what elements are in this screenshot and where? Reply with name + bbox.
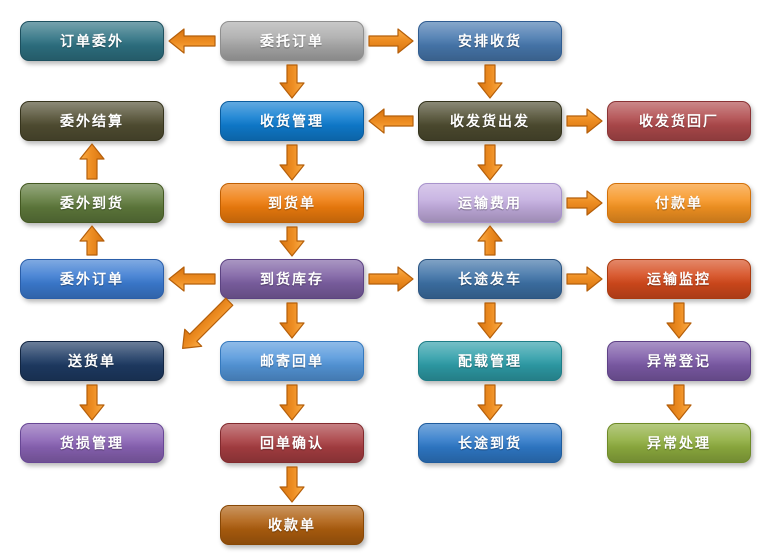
node-label: 订单委外	[60, 34, 124, 50]
node-label: 运输费用	[458, 196, 522, 212]
flow-arrow-dispatch-departure-to-transport-cost	[477, 144, 503, 181]
flow-arrow-outsourcing-order-to-outsourcing-arrival	[79, 225, 105, 256]
flow-arrow-arrange-receiving-to-dispatch-departure	[477, 64, 503, 99]
node-label: 收发货出发	[450, 114, 530, 130]
node-label: 安排收货	[458, 34, 522, 50]
node-label: 收发货回厂	[639, 114, 719, 130]
node-receipt-confirm: 回单确认	[220, 423, 364, 463]
node-longhaul-arrival: 长途到货	[418, 423, 562, 463]
node-label: 到货库存	[260, 272, 324, 288]
node-payment-note: 付款单	[607, 183, 751, 223]
flow-arrow-receipt-confirm-to-collection-note	[279, 466, 305, 503]
node-label: 回单确认	[260, 436, 324, 452]
node-label: 委托订单	[260, 34, 324, 50]
node-exception-handling: 异常处理	[607, 423, 751, 463]
node-label: 货损管理	[60, 436, 124, 452]
flow-arrow-receiving-management-to-arrival-note	[279, 144, 305, 181]
flow-arrow-mail-receipt-to-receipt-confirm	[279, 384, 305, 421]
flow-arrow-arrival-inventory-to-mail-receipt	[279, 302, 305, 339]
node-label: 收款单	[268, 518, 316, 534]
node-label: 到货单	[268, 196, 316, 212]
flow-arrow-longhaul-departure-to-transport-monitoring	[566, 266, 603, 292]
node-label: 委外订单	[60, 272, 124, 288]
node-label: 长途发车	[458, 272, 522, 288]
node-arrange-receiving: 安排收货	[418, 21, 562, 61]
flow-arrow-dispatch-departure-to-receiving-management	[368, 108, 414, 134]
node-arrival-note: 到货单	[220, 183, 364, 223]
node-label: 长途到货	[458, 436, 522, 452]
flow-arrow-transport-cost-to-payment-note	[566, 190, 603, 216]
node-outsourcing-arrival: 委外到货	[20, 183, 164, 223]
node-arrival-inventory: 到货库存	[220, 259, 364, 299]
node-entrust-order: 委托订单	[220, 21, 364, 61]
flow-arrow-arrival-inventory-to-longhaul-departure	[368, 266, 414, 292]
node-label: 收货管理	[260, 114, 324, 130]
node-dispatch-return: 收发货回厂	[607, 101, 751, 141]
node-label: 委外结算	[60, 114, 124, 130]
node-label: 运输监控	[647, 272, 711, 288]
node-mail-receipt: 邮寄回单	[220, 341, 364, 381]
flow-arrow-load-management-to-longhaul-arrival	[477, 384, 503, 421]
node-label: 邮寄回单	[260, 354, 324, 370]
node-label: 配载管理	[458, 354, 522, 370]
node-damage-management: 货损管理	[20, 423, 164, 463]
node-exception-register: 异常登记	[607, 341, 751, 381]
node-label: 送货单	[68, 354, 116, 370]
node-load-management: 配载管理	[418, 341, 562, 381]
flow-arrow-longhaul-departure-to-transport-cost	[477, 225, 503, 256]
node-order-outsourcing: 订单委外	[20, 21, 164, 61]
node-label: 异常登记	[647, 354, 711, 370]
flow-arrow-exception-register-to-exception-handling	[666, 384, 692, 421]
node-outsourcing-settlement: 委外结算	[20, 101, 164, 141]
flow-arrow-delivery-note-to-damage-management	[79, 384, 105, 421]
flow-arrow-entrust-order-to-order-outsourcing	[168, 28, 216, 54]
node-label: 付款单	[655, 196, 703, 212]
flow-arrow-arrival-inventory-to-outsourcing-order	[168, 266, 216, 292]
node-receiving-management: 收货管理	[220, 101, 364, 141]
node-transport-cost: 运输费用	[418, 183, 562, 223]
flow-arrow-transport-monitoring-to-exception-register	[666, 302, 692, 339]
flow-arrow-longhaul-departure-to-load-management	[477, 302, 503, 339]
node-label: 委外到货	[60, 196, 124, 212]
node-delivery-note: 送货单	[20, 341, 164, 381]
node-longhaul-departure: 长途发车	[418, 259, 562, 299]
node-label: 异常处理	[647, 436, 711, 452]
node-transport-monitoring: 运输监控	[607, 259, 751, 299]
flow-arrow-dispatch-departure-to-dispatch-return	[566, 108, 603, 134]
flow-arrow-outsourcing-arrival-to-outsourcing-settlement	[79, 143, 105, 180]
flow-arrow-entrust-order-to-receiving-management	[279, 64, 305, 99]
node-outsourcing-order: 委外订单	[20, 259, 164, 299]
node-collection-note: 收款单	[220, 505, 364, 545]
flow-arrow-arrival-note-to-arrival-inventory	[279, 226, 305, 257]
flow-arrow-entrust-order-to-arrange-receiving	[368, 28, 414, 54]
node-dispatch-departure: 收发货出发	[418, 101, 562, 141]
